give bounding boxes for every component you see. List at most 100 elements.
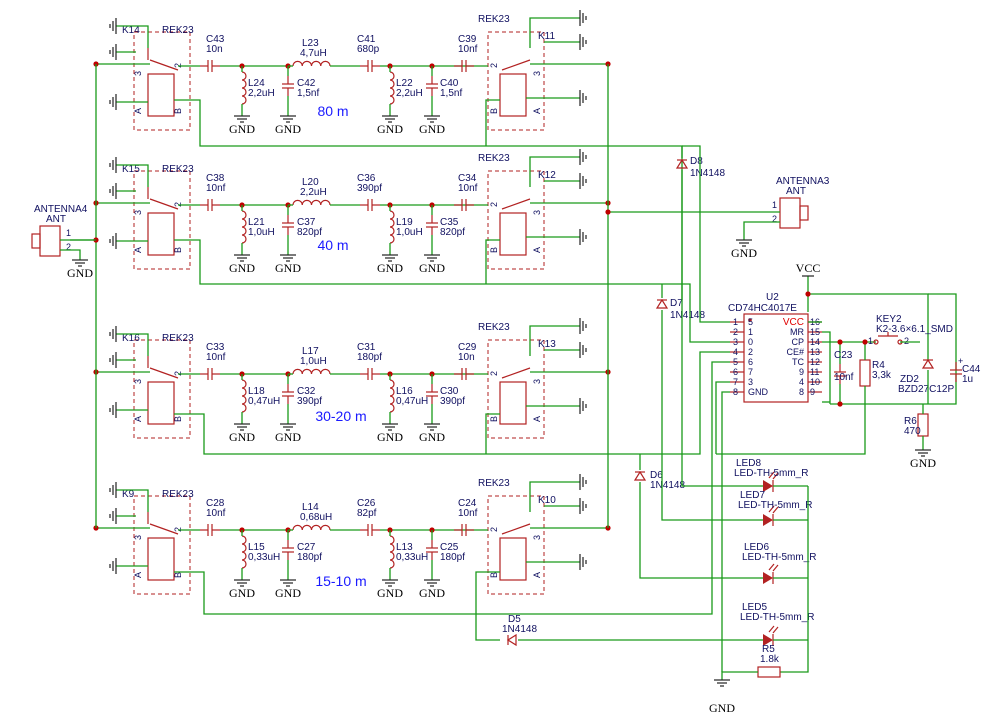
gnd-label: GND [419,261,445,275]
gnd-label: GND [419,430,445,444]
ground-symbol [109,157,117,173]
inductor-symbol [241,535,247,569]
capacitor-symbol [360,199,380,211]
ic-pin-name: CP [791,337,804,347]
led-ray [772,626,779,634]
led-ray [772,506,779,514]
relay-pin: A [532,108,542,114]
wire [822,331,831,404]
component-ref: L14 [302,502,319,513]
ground-symbol: GND [275,579,301,600]
ground-symbol [579,10,587,26]
led-body [763,480,773,492]
gnd-label: GND [229,586,255,600]
relay-outline [487,339,545,439]
ic-pin-name: GND [748,387,769,397]
ic-pin-name: 4 [799,377,804,387]
wire [682,145,730,323]
component-ref: C44 [962,364,981,375]
relay-ref: K14 [122,25,140,36]
relay-contact [501,198,531,210]
wire [780,486,809,673]
antenna-pin: 2 [66,242,71,252]
component-value: 820pf [297,227,322,238]
wire [681,170,760,487]
component-ref: R6 [904,416,917,427]
ground-symbol: GND [377,254,403,275]
ground-symbol: GND [275,254,301,275]
wire [830,293,957,405]
ic-pin-number: 8 [733,387,738,397]
antenna-name: ANTENNA3 [776,176,830,187]
diode-symbol [633,470,647,481]
diode-body [655,298,669,309]
component-ref: C37 [297,217,316,228]
diode-value: 1N4148 [650,480,685,491]
ground-symbol: GND [731,239,757,260]
inductor-symbol [241,71,247,105]
diode-symbol [675,158,689,169]
component-ref: L21 [248,217,265,228]
relay-ref: K12 [538,170,556,181]
component-value: 10nf [206,352,226,363]
relay-pin: 2 [489,371,499,376]
component-ref: L16 [396,386,413,397]
ic-pin-number: 4 [733,347,738,357]
led-ref: LED7 [740,490,765,501]
vcc-label: VCC [796,261,821,275]
ground-symbol [579,173,587,189]
relay-pin: B [173,572,183,578]
component-value: 470 [904,426,921,437]
ic-pin-name: 5 [748,317,753,327]
switch-value: K2-3.6×6.1_SMD [876,324,953,335]
led-ray [768,563,775,571]
band-label: 80 m [317,103,348,119]
component-value: 82pf [357,508,377,519]
ground-symbol: GND [229,423,255,444]
relay-contact [501,59,531,71]
wire [116,489,149,512]
relay-pin: A [133,572,143,578]
capacitor-symbol [834,364,846,384]
component-value: 2,2uH [248,88,275,99]
relay-coil [499,381,527,425]
component-ref: C29 [458,342,477,353]
component-ref: C42 [297,78,316,89]
led-value: LED-TH-5mm_R [740,612,814,623]
ic-pin-name: 8 [799,387,804,397]
ground-symbol [579,474,587,490]
ground-symbol [109,18,117,34]
relay-coil [499,537,527,581]
wire [476,361,730,615]
capacitor-symbol [200,60,220,72]
component-value: 0,47uH [396,396,428,407]
inductor-symbol [241,210,247,244]
led-ray [772,564,779,572]
band-label: 15-10 m [315,573,366,589]
ground-symbol [109,326,117,342]
relay-contact [149,523,179,535]
diode-ref: D7 [670,298,683,309]
resistor-R4: R43,3k [716,342,892,455]
gnd-label: GND [229,122,255,136]
wire [485,413,500,454]
junction-dot [837,401,843,407]
diode-ref: D8 [690,156,703,167]
ic-ref: U2 [766,292,779,303]
component-value: 390pf [357,183,382,194]
ground-symbol: GND [275,115,301,136]
gnd-label: GND [67,266,93,280]
resistor-R5: R51.8k [757,644,781,678]
gnd-label: GND [419,586,445,600]
component-ref: C31 [357,342,376,353]
switch-pin: 1 [868,336,873,346]
capacitor-symbol [282,215,294,235]
relay-control-wires [174,99,683,641]
capacitor-symbol [454,368,474,380]
ground-symbol [579,90,587,106]
